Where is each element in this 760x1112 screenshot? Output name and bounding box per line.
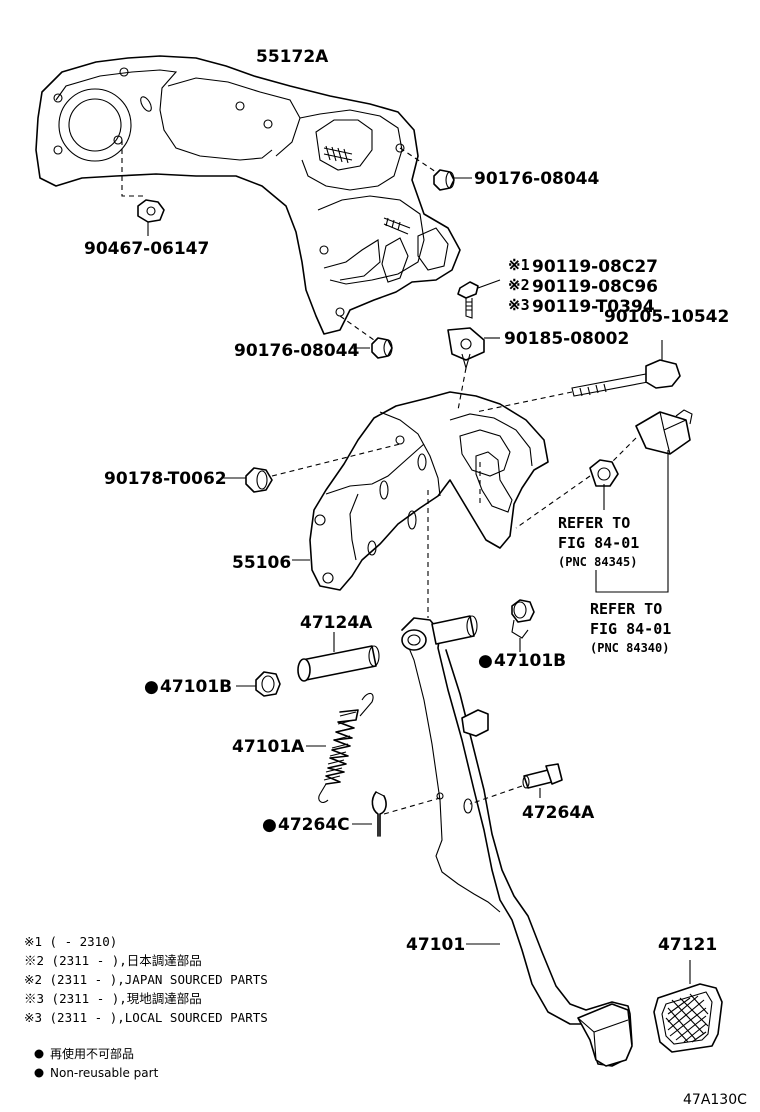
label-47101: 47101 bbox=[406, 935, 465, 955]
label-47121: 47121 bbox=[658, 935, 717, 955]
nut-90467 bbox=[121, 140, 165, 236]
bushing-47101b-left bbox=[236, 671, 281, 697]
label-90119-2: 90119-08C96 bbox=[532, 277, 658, 297]
nut-90176-top bbox=[399, 147, 472, 191]
note-4: ※3 (2311 - ),現地調達部品 bbox=[24, 991, 202, 1006]
ref1-line2: FIG 84-01 bbox=[558, 534, 639, 552]
ref2-line3: (PNC 84340) bbox=[590, 641, 669, 655]
reference-leaders bbox=[595, 450, 669, 593]
note-2: ※2 (2311 - ),日本調達部品 bbox=[24, 953, 202, 968]
bolt-90105 bbox=[475, 340, 681, 413]
label-47124a: 47124A bbox=[300, 613, 373, 633]
label-90178: 90178-T0062 bbox=[104, 469, 227, 489]
label-90467: 90467-06147 bbox=[84, 239, 209, 259]
legend-line1: 再使用不可部品 bbox=[50, 1046, 134, 1061]
label-47101a: 47101A bbox=[232, 737, 305, 757]
mark-1: ※1 bbox=[508, 256, 530, 274]
legend-dot-icon-2 bbox=[34, 1068, 44, 1078]
bushing-47101b-right bbox=[511, 599, 535, 652]
bolt-90119 bbox=[457, 279, 501, 319]
ref2-line2: FIG 84-01 bbox=[590, 620, 671, 638]
dot-47101b-left: ● bbox=[144, 677, 159, 697]
label-90176-bottom: 90176-08044 bbox=[234, 341, 360, 361]
label-90119-3: 90119-T0394 bbox=[532, 297, 655, 317]
clevis-pin-47264a bbox=[469, 763, 563, 805]
nut-90176-bottom bbox=[339, 315, 393, 359]
label-47264a: 47264A bbox=[522, 803, 595, 823]
figure-code: 47A130C bbox=[683, 1092, 747, 1108]
bracket-55172a bbox=[35, 55, 461, 335]
label-55172a: 55172A bbox=[256, 47, 329, 67]
ref1-line1: REFER TO bbox=[558, 514, 630, 532]
dot-47101b-right: ● bbox=[478, 651, 493, 671]
note-3: ※2 (2311 - ),JAPAN SOURCED PARTS bbox=[24, 972, 268, 987]
label-47264c: 47264C bbox=[278, 815, 350, 835]
label-55106: 55106 bbox=[232, 553, 291, 573]
label-47101b-left: 47101B bbox=[160, 677, 232, 697]
stop-lamp-switch bbox=[479, 409, 693, 529]
label-90176-top: 90176-08044 bbox=[474, 169, 600, 189]
note-1: ※1 ( - 2310) bbox=[24, 934, 117, 949]
label-90105: 90105-10542 bbox=[604, 307, 729, 327]
cotter-pin-47264c bbox=[352, 791, 441, 837]
brake-pedal-47101 bbox=[401, 617, 633, 1067]
ref2-line1: REFER TO bbox=[590, 600, 662, 618]
support-bracket-55106 bbox=[292, 391, 549, 591]
legend-dot-icon-1 bbox=[34, 1049, 44, 1059]
legend-line2: Non-reusable part bbox=[50, 1066, 159, 1080]
return-spring-47101a bbox=[306, 692, 374, 803]
note-5: ※3 (2311 - ),LOCAL SOURCED PARTS bbox=[24, 1010, 268, 1025]
label-90119-1: 90119-08C27 bbox=[532, 257, 658, 277]
nut-90178 bbox=[222, 443, 401, 493]
pedal-pad-47121 bbox=[653, 960, 723, 1053]
ref1-line3: (PNC 84345) bbox=[558, 555, 637, 569]
label-47101b-right: 47101B bbox=[494, 651, 566, 671]
dot-47264c: ● bbox=[262, 815, 277, 835]
clip-90185 bbox=[447, 327, 500, 411]
mark-2: ※2 bbox=[508, 276, 530, 294]
collar-47124a bbox=[297, 615, 478, 682]
label-90185: 90185-08002 bbox=[504, 329, 629, 349]
mark-3: ※3 bbox=[508, 296, 530, 314]
